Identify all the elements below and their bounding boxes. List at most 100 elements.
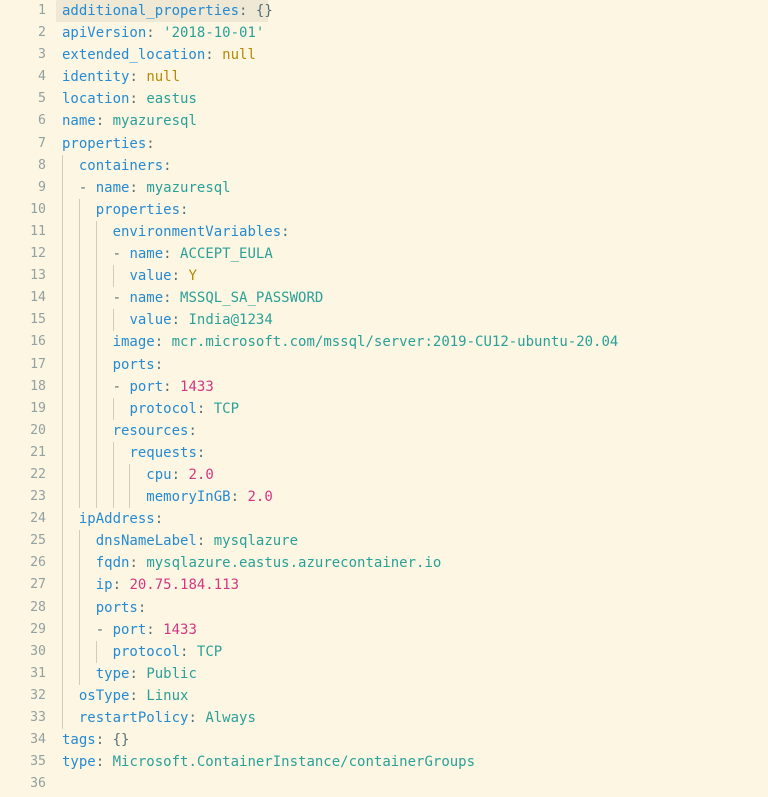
code-line-content[interactable]: value: India@1234 xyxy=(56,309,768,332)
line-number[interactable]: 20 xyxy=(30,422,46,438)
code-line-content[interactable]: extended_location: null xyxy=(56,44,768,66)
code-line-content[interactable]: memoryInGB: 2.0 xyxy=(56,486,768,509)
line-number[interactable]: 1 xyxy=(38,3,46,18)
line-number[interactable]: 16 xyxy=(30,334,46,350)
code-line-content[interactable]: resources: xyxy=(56,419,768,442)
line-number[interactable]: 3 xyxy=(38,47,46,63)
code-line-row[interactable]: 13 value: Y xyxy=(0,265,768,288)
line-number[interactable]: 31 xyxy=(30,665,46,681)
line-number[interactable]: 34 xyxy=(30,732,46,748)
line-number[interactable]: 10 xyxy=(30,201,46,217)
code-line-content[interactable]: protocol: TCP xyxy=(56,640,768,663)
code-line-row[interactable]: 34 tags: {} xyxy=(0,729,768,751)
code-line-content[interactable]: requests: xyxy=(56,441,768,464)
code-line-content[interactable]: dnsNameLabel: mysqlazure xyxy=(56,530,768,553)
code-line-content[interactable]: type: Microsoft.ContainerInstance/contai… xyxy=(56,751,768,773)
code-line-content[interactable]: cpu: 2.0 xyxy=(56,463,768,487)
line-number[interactable]: 7 xyxy=(38,135,46,151)
code-line-row[interactable]: 16 image: mcr.microsoft.com/mssql/server:… xyxy=(0,331,768,354)
code-line-row[interactable]: 9- name: myazuresql xyxy=(0,176,768,199)
code-line-row[interactable]: 19 protocol: TCP xyxy=(0,397,768,420)
line-number[interactable]: 12 xyxy=(30,246,46,262)
code-line-content[interactable]: containers: xyxy=(56,154,768,177)
line-number[interactable]: 19 xyxy=(30,400,46,416)
code-line-content[interactable]: ip: 20.75.184.113 xyxy=(56,574,768,597)
code-line-row[interactable]: 7 properties: xyxy=(0,133,768,155)
code-line-row[interactable]: 2 apiVersion: '2018-10-01' xyxy=(0,22,768,44)
code-line-content[interactable] xyxy=(56,773,768,795)
line-number[interactable]: 4 xyxy=(38,69,46,85)
code-line-row[interactable]: 20 resources: xyxy=(0,419,768,442)
code-line-content[interactable]: - name: ACCEPT_EULA xyxy=(56,243,768,266)
code-line-row[interactable]: 25 dnsNameLabel: mysqlazure xyxy=(0,530,768,553)
line-number[interactable]: 32 xyxy=(30,687,46,703)
code-line-row[interactable]: 35 type: Microsoft.ContainerInstance/cont… xyxy=(0,751,768,773)
line-number[interactable]: 18 xyxy=(30,378,46,394)
code-line-row[interactable]: 23 memoryInGB: 2.0 xyxy=(0,486,768,509)
code-line-row[interactable]: 8 containers: xyxy=(0,154,768,177)
code-line-row[interactable]: 15 value: India@1234 xyxy=(0,309,768,332)
line-number[interactable]: 2 xyxy=(38,25,46,41)
code-line-content[interactable]: name: myazuresql xyxy=(56,110,768,132)
code-line-row[interactable]: 5 location: eastus xyxy=(0,88,768,110)
code-line-content[interactable]: tags: {} xyxy=(56,729,768,751)
line-number[interactable]: 26 xyxy=(30,555,46,571)
code-line-content[interactable]: - port: 1433 xyxy=(56,375,768,398)
code-line-row[interactable]: 28 ports: xyxy=(0,596,768,619)
code-line-content[interactable]: ipAddress: xyxy=(56,508,768,531)
line-number[interactable]: 15 xyxy=(30,312,46,328)
line-number[interactable]: 30 xyxy=(30,643,46,659)
code-line-content[interactable]: identity: null xyxy=(56,66,768,88)
code-line-content[interactable]: ports: xyxy=(56,353,768,376)
code-line-row[interactable]: 21 requests: xyxy=(0,441,768,464)
code-line-content[interactable]: ports: xyxy=(56,596,768,619)
code-line-content[interactable]: - port: 1433 xyxy=(56,618,768,641)
code-line-row[interactable]: 6 name: myazuresql xyxy=(0,110,768,132)
code-line-content[interactable]: properties: xyxy=(56,133,768,155)
code-line-row[interactable]: 12 - name: ACCEPT_EULA xyxy=(0,243,768,266)
line-number[interactable]: 22 xyxy=(30,466,46,482)
code-line-row[interactable]: 31 type: Public xyxy=(0,662,768,685)
line-number[interactable]: 17 xyxy=(30,356,46,372)
line-number[interactable]: 8 xyxy=(38,157,46,173)
line-number[interactable]: 23 xyxy=(30,489,46,505)
code-line-content[interactable]: location: eastus xyxy=(56,88,768,110)
code-line-row[interactable]: 10 properties: xyxy=(0,198,768,221)
line-number[interactable]: 21 xyxy=(30,444,46,460)
line-number[interactable]: 28 xyxy=(30,599,46,615)
code-line-row[interactable]: 18 - port: 1433 xyxy=(0,375,768,398)
code-line-row[interactable]: 36 xyxy=(0,773,768,795)
code-line-content[interactable]: protocol: TCP xyxy=(56,397,768,420)
line-number[interactable]: 9 xyxy=(38,179,46,195)
code-line-content[interactable]: fqdn: mysqlazure.eastus.azurecontainer.i… xyxy=(56,552,768,575)
code-line-row[interactable]: 30 protocol: TCP xyxy=(0,640,768,663)
code-line-content[interactable]: - name: MSSQL_SA_PASSWORD xyxy=(56,287,768,310)
code-line-content[interactable]: apiVersion: '2018-10-01' xyxy=(56,22,768,44)
code-line-row[interactable]: 1 additional_properties: {} xyxy=(0,0,768,23)
code-line-content[interactable]: value: Y xyxy=(56,265,768,288)
line-number[interactable]: 36 xyxy=(30,776,46,792)
line-number[interactable]: 25 xyxy=(30,533,46,549)
code-line-row[interactable]: 24 ipAddress: xyxy=(0,508,768,531)
line-number[interactable]: 11 xyxy=(30,223,46,239)
code-line-row[interactable]: 4 identity: null xyxy=(0,66,768,88)
line-number[interactable]: 5 xyxy=(38,91,46,107)
line-number[interactable]: 33 xyxy=(30,710,46,725)
line-number[interactable]: 24 xyxy=(30,511,46,527)
line-number[interactable]: 13 xyxy=(30,268,46,284)
code-line-row[interactable]: 22 cpu: 2.0 xyxy=(0,463,768,487)
code-line-row[interactable]: 3 extended_location: null xyxy=(0,44,768,66)
code-line-content[interactable]: properties: xyxy=(56,198,768,221)
code-line-row[interactable]: 26 fqdn: mysqlazure.eastus.azurecontainer… xyxy=(0,552,768,575)
line-number[interactable]: 35 xyxy=(30,754,46,770)
line-number[interactable]: 6 xyxy=(38,113,46,129)
code-line-row[interactable]: 17 ports: xyxy=(0,353,768,376)
code-line-content[interactable]: type: Public xyxy=(56,662,768,685)
code-line-content[interactable]: image: mcr.microsoft.com/mssql/server:20… xyxy=(56,331,768,354)
code-line-content[interactable]: additional_properties: {} xyxy=(56,0,768,23)
